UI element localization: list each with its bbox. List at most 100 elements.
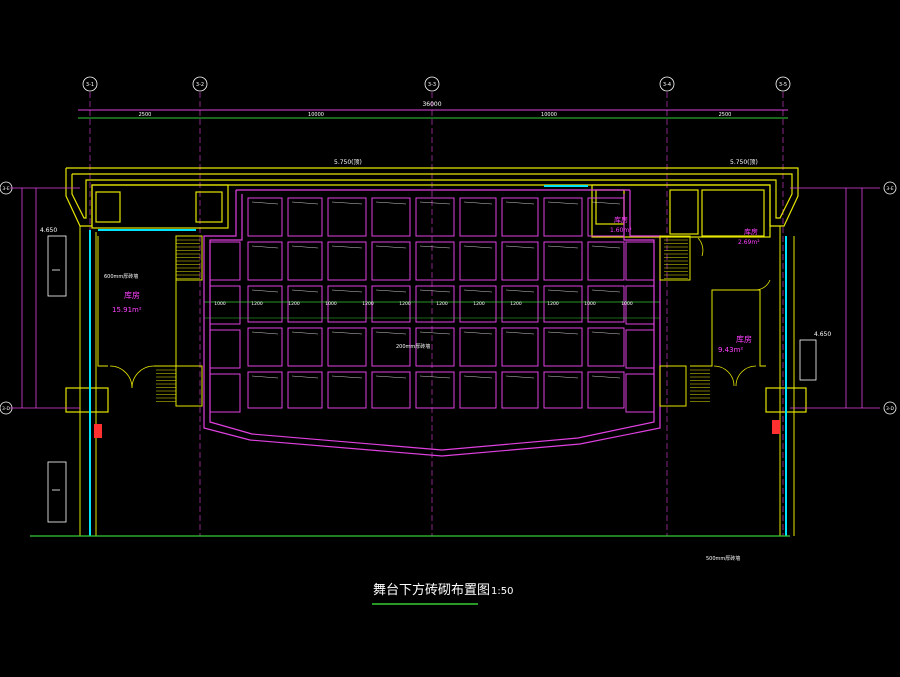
grid-cell (247, 241, 283, 281)
grid-side-cell (625, 241, 655, 281)
room-area-left: 15.91m² (112, 306, 142, 314)
axis-label-side: 3-D (886, 406, 894, 412)
grid-cell (371, 241, 411, 281)
grid-cell (459, 371, 497, 409)
grid-dimension-text: 1200 (399, 301, 411, 307)
grid-dimension-text: 1200 (362, 301, 374, 307)
grid-cell-hatch (291, 201, 319, 205)
level-top-left: 5.750(顶) (334, 159, 362, 166)
outer-wall (65, 167, 807, 413)
grid-cell (415, 197, 455, 237)
drawing-title: 舞台下方砖砌布置图 (373, 582, 490, 598)
grid-cell-hatch (419, 331, 451, 335)
axis-label-side: 3-E (2, 186, 9, 192)
grid-cell (543, 371, 583, 409)
grid-cell-hatch (331, 289, 363, 293)
grid-cell-hatch (251, 331, 279, 335)
grid-cell (543, 241, 583, 281)
grid-dimension-text: 1200 (473, 301, 485, 307)
grid-cell-hatch (419, 245, 451, 249)
grid-cell (501, 327, 539, 367)
axis-bubble (192, 76, 208, 92)
grid-cell-hatch (375, 201, 407, 205)
axis-bubble (775, 76, 791, 92)
note-bottom-right: 500mm厚砖墙 (706, 555, 740, 562)
grid-cell-hatch (291, 375, 319, 379)
grid-cell-hatch (591, 375, 621, 379)
grid-dimension-text: 1200 (510, 301, 522, 307)
grid-cell (543, 285, 583, 323)
top-total-dimension: 36000 (422, 101, 441, 108)
grid-dimension-text: 1000 (584, 301, 596, 307)
room-name-top-right: 库房 (744, 227, 758, 236)
grid-side-cell (625, 373, 655, 413)
room-area-right: 9.43m² (718, 346, 743, 354)
door-swings (109, 237, 771, 389)
grid-cell (247, 197, 283, 237)
grid-cell-hatch (291, 245, 319, 249)
grid-cell-hatch (591, 201, 621, 205)
grid-cell-hatch (331, 201, 363, 205)
grid-cell (587, 285, 625, 323)
axis-label: 3-4 (663, 82, 671, 88)
axis-bubble (82, 76, 98, 92)
top-dimension-text: 10000 (541, 112, 557, 118)
grid-dimension-text: 1200 (288, 301, 300, 307)
grid-dimension-text: 1000 (621, 301, 633, 307)
grid-cell (327, 371, 367, 409)
top-dimension-text: 10000 (308, 112, 324, 118)
grid-cell-hatch (591, 289, 621, 293)
level-top-right: 5.750(顶) (730, 159, 758, 166)
grid-cell (327, 197, 367, 237)
grid-cell-hatch (547, 201, 579, 205)
axis-label: 3-2 (196, 82, 204, 88)
grid-cell-hatch (375, 375, 407, 379)
axis-label: 3-1 (86, 82, 94, 88)
side-dimension-lines (10, 187, 880, 409)
top-dimension-text: 2500 (139, 112, 152, 118)
cyan-elements (89, 185, 787, 536)
red-markers (94, 420, 780, 438)
grid-cell-hatch (251, 375, 279, 379)
stage-outline (203, 189, 661, 457)
grid-cell (415, 285, 455, 323)
grid-side-cell (209, 373, 241, 413)
level-right: 4.650 (814, 331, 831, 338)
grid-cell-hatch (505, 289, 535, 293)
grid-cell-hatch (591, 245, 621, 249)
grid-cell-hatch (505, 201, 535, 205)
grid-cell-hatch (463, 245, 493, 249)
grid-side-cell (625, 329, 655, 369)
grid-cell (501, 197, 539, 237)
grid-cell (371, 285, 411, 323)
grid-cell (247, 285, 283, 323)
grid-cell-hatch (291, 331, 319, 335)
drawing-scale: 1:50 (491, 586, 513, 597)
grid-cell (415, 241, 455, 281)
grid-cell (415, 327, 455, 367)
axis-label-side: 3-E (886, 186, 893, 192)
grid-cell-hatch (251, 201, 279, 205)
grid-cell-hatch (331, 375, 363, 379)
top-dimension-text: 2500 (719, 112, 732, 118)
grid-cell-hatch (291, 289, 319, 293)
grid-cell (327, 241, 367, 281)
grid-cell-hatch (463, 331, 493, 335)
grid-cell (287, 285, 323, 323)
grid-cell-hatch (419, 201, 451, 205)
left-room-walls (97, 235, 766, 407)
stage-grid (204, 197, 660, 413)
grid-cell (501, 241, 539, 281)
note-center: 200mm厚砖墙 (396, 343, 430, 350)
axis-label-side: 3-D (2, 406, 10, 412)
grid-cell (287, 371, 323, 409)
grid-cell (247, 371, 283, 409)
grid-cell (415, 371, 455, 409)
grid-cell-hatch (419, 375, 451, 379)
grid-cell (543, 197, 583, 237)
grid-side-cell (209, 329, 241, 369)
grid-cell (327, 327, 367, 367)
